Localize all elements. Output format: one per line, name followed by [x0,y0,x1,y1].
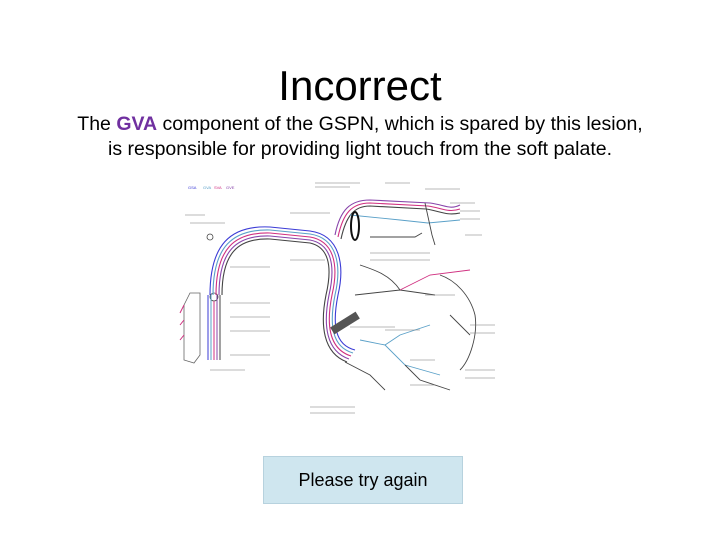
geniculate-ganglion-marker [350,211,360,241]
brainstem-outline [183,292,201,364]
facial-nerve-diagram: GSA GVA SVA GVE [179,182,495,414]
legend-gva: GVA [203,185,211,190]
explanation-line2: is responsible for providing light touch… [107,138,613,160]
legend-gve: GVE [226,185,235,190]
explanation-prefix: The [77,113,117,135]
explanation-text: The GVA component of the GSPN, which is … [30,112,690,162]
nucleus-circle [206,233,214,241]
explanation-line1-rest: component of the GSPN, which is spared b… [157,113,643,135]
nerve-branches [344,202,477,391]
slide-title: Incorrect [278,62,442,109]
retry-button[interactable]: Please try again [263,456,463,504]
diagram-fine-labels [185,182,495,414]
legend-gsa: GSA [188,185,197,190]
lesion-bar [330,311,360,335]
tract-columns [207,295,221,360]
legend-sva: SVA [214,185,222,190]
gva-highlight: GVA [116,113,158,135]
diagram-legend: GSA GVA SVA GVE [188,185,235,190]
nerve-bundle [209,199,461,363]
